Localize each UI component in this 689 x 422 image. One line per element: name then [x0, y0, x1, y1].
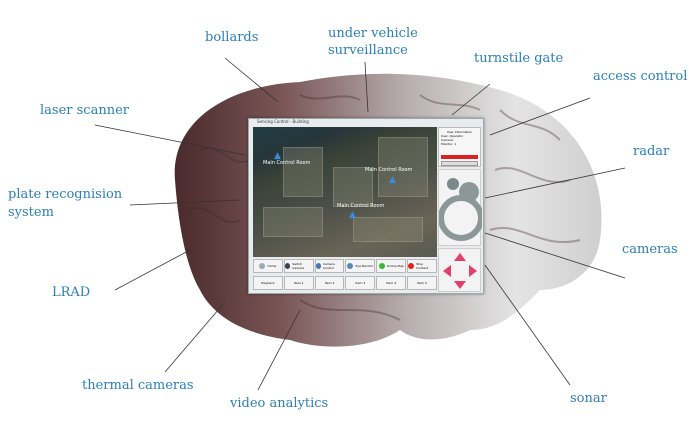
arrow-left-icon: [443, 265, 451, 277]
bottom-button[interactable]: Item 1: [283, 276, 314, 290]
toolbar-top: Home Switch Camera Camera Control Eye Mo…: [253, 259, 437, 273]
bottom-button[interactable]: Item 2: [314, 276, 345, 290]
switch-camera-button[interactable]: Switch Camera: [283, 259, 314, 273]
bottom-button[interactable]: Item 5: [407, 276, 437, 290]
label-under-vehicle: under vehicle: [328, 26, 418, 41]
bottom-button[interactable]: Item 4: [376, 276, 407, 290]
label-video-analytics: video analytics: [230, 396, 329, 411]
toolbar-bottom: Playback Item 1 Item 2 Item 3 Item 4 Ite…: [253, 276, 437, 290]
leader-lines: [94, 57, 626, 391]
logo: [438, 169, 484, 246]
panel-text: Monitor: 1: [441, 142, 457, 146]
label-radar: radar: [633, 144, 670, 159]
info-panel: User Information User: Operator Camera: …: [438, 127, 481, 167]
camera-control-button[interactable]: Camera Control: [314, 259, 345, 273]
eye-monitor-button[interactable]: Eye Monitor: [345, 259, 376, 273]
bottom-button[interactable]: Playback: [253, 276, 283, 290]
label-cameras: cameras: [622, 242, 678, 257]
online-map-button[interactable]: Online Map: [376, 259, 407, 273]
arrow-up-icon: [454, 253, 466, 261]
panel-text: User Information: [446, 130, 473, 134]
direction-pad[interactable]: [438, 248, 481, 292]
panel-text: User: Operator: [441, 134, 464, 138]
arrow-right-icon: [469, 265, 477, 277]
map-marker-icon[interactable]: ▲: [349, 210, 356, 220]
label-system: system: [8, 205, 54, 220]
map-marker-icon[interactable]: ▲: [389, 175, 396, 185]
home-button[interactable]: Home: [253, 259, 283, 273]
stop-incident-button[interactable]: Stop Incident: [407, 259, 437, 273]
room-label[interactable]: Main Control Room: [365, 167, 413, 173]
map-marker-icon[interactable]: ▲: [274, 151, 281, 161]
window-title: Sensing Control - Building: [257, 119, 309, 124]
panel-text: Camera:: [441, 138, 454, 142]
label-turnstile-gate: turnstile gate: [474, 51, 564, 66]
label-lrad: LRAD: [52, 285, 91, 300]
satellite-map[interactable]: ▲ Main Control Room ▲ Main Control Room …: [253, 127, 437, 257]
alarm-bar[interactable]: [441, 155, 478, 159]
camera-button[interactable]: [441, 161, 478, 166]
label-thermal-cameras: thermal cameras: [82, 378, 194, 393]
label-laser-scanner: laser scanner: [40, 103, 129, 118]
room-label[interactable]: Main Control Room: [337, 203, 385, 209]
room-label[interactable]: Main Control Room: [263, 160, 311, 166]
label-bollards: bollards: [205, 30, 259, 45]
arrow-down-icon: [454, 281, 466, 289]
bottom-button[interactable]: Item 3: [345, 276, 376, 290]
label-access-control: access control: [593, 69, 688, 84]
label-plate-recognision: plate recognision: [8, 187, 123, 202]
label-sonar: sonar: [570, 391, 607, 406]
label-surveillance: surveillance: [328, 43, 408, 58]
control-app-window: Sensing Control - Building ▲ Main Contro…: [248, 118, 484, 294]
